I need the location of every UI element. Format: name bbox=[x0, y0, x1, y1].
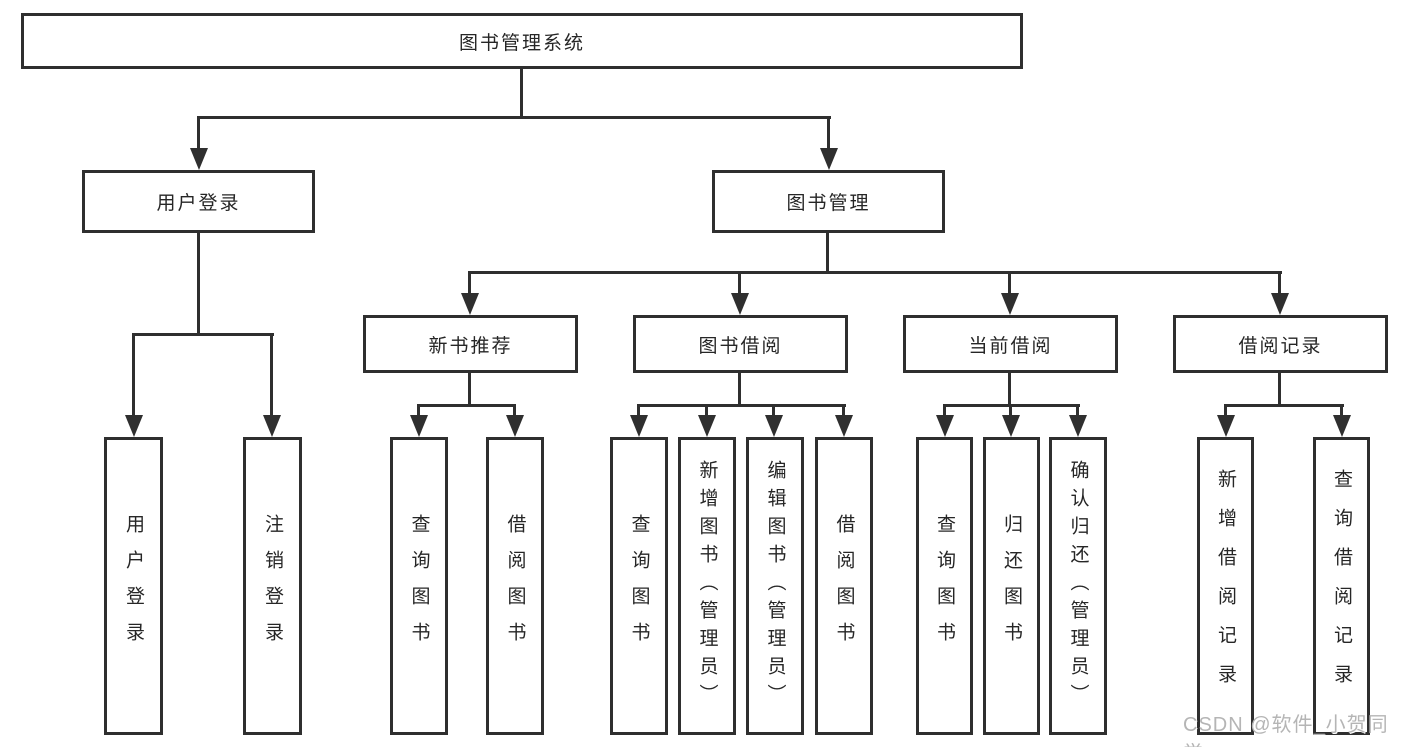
connector-book-borrow-crossbar bbox=[637, 404, 846, 407]
connector-drop bbox=[943, 404, 946, 418]
connector-book-mgmt-stem bbox=[826, 233, 829, 273]
arrow-down-icon bbox=[936, 415, 954, 437]
csdn-watermark: CSDN @软件_小贺同学 bbox=[1183, 714, 1389, 747]
leaf-query-borrow-record: 查询借阅记录 bbox=[1313, 437, 1370, 735]
connector-root-stem bbox=[520, 69, 523, 118]
connector-drop-current-borrow bbox=[1008, 271, 1011, 295]
connector-new-book-rec-crossbar bbox=[417, 404, 516, 407]
arrow-down-icon bbox=[835, 415, 853, 437]
leaf-query-book-current: 查询图书 bbox=[916, 437, 973, 735]
arrow-down-icon bbox=[125, 415, 143, 437]
connector-root-crossbar bbox=[197, 116, 831, 119]
connector-user-login-crossbar bbox=[132, 333, 274, 336]
connector-drop-leaf-logout bbox=[270, 333, 273, 418]
connector-drop bbox=[1076, 404, 1079, 418]
leaf-confirm-return-admin: 确认归还（管理员） bbox=[1049, 437, 1107, 735]
arrow-down-icon bbox=[1001, 293, 1019, 315]
connector-book-borrow-stem bbox=[738, 373, 741, 406]
leaf-return-book: 归还图书 bbox=[983, 437, 1040, 735]
leaf-borrow-book: 借阅图书 bbox=[815, 437, 873, 735]
leaf-query-book-rec: 查询图书 bbox=[390, 437, 448, 735]
connector-drop-borrow-records bbox=[1278, 271, 1281, 295]
node-current-borrow: 当前借阅 bbox=[903, 315, 1118, 373]
node-borrow-records: 借阅记录 bbox=[1173, 315, 1388, 373]
arrow-down-icon bbox=[1333, 415, 1351, 437]
node-new-book-rec: 新书推荐 bbox=[363, 315, 578, 373]
connector-drop-new-book-rec bbox=[468, 271, 471, 295]
leaf-add-book-admin: 新增图书（管理员） bbox=[678, 437, 736, 735]
leaf-user-login: 用户登录 bbox=[104, 437, 163, 735]
arrow-down-icon bbox=[1002, 415, 1020, 437]
connector-drop bbox=[417, 404, 420, 418]
connector-drop-book-borrow bbox=[738, 271, 741, 295]
connector-borrow-records-stem bbox=[1278, 373, 1281, 406]
leaf-borrow-book-rec: 借阅图书 bbox=[486, 437, 544, 735]
connector-new-book-rec-stem bbox=[468, 373, 471, 406]
connector-drop-user-login bbox=[197, 116, 200, 150]
arrow-down-icon bbox=[1271, 293, 1289, 315]
connector-drop bbox=[1009, 404, 1012, 418]
arrow-down-icon bbox=[698, 415, 716, 437]
connector-book-mgmt-crossbar bbox=[468, 271, 1282, 274]
connector-drop bbox=[705, 404, 708, 418]
arrow-down-icon bbox=[263, 415, 281, 437]
leaf-logout: 注销登录 bbox=[243, 437, 302, 735]
leaf-edit-book-admin: 编辑图书（管理员） bbox=[746, 437, 804, 735]
arrow-down-icon bbox=[461, 293, 479, 315]
arrow-down-icon bbox=[820, 148, 838, 170]
leaf-add-borrow-record: 新增借阅记录 bbox=[1197, 437, 1254, 735]
arrow-down-icon bbox=[190, 148, 208, 170]
connector-drop bbox=[513, 404, 516, 418]
node-user-login: 用户登录 bbox=[82, 170, 315, 233]
arrow-down-icon bbox=[410, 415, 428, 437]
arrow-down-icon bbox=[1217, 415, 1235, 437]
connector-drop bbox=[1340, 404, 1343, 418]
node-root: 图书管理系统 bbox=[21, 13, 1023, 69]
arrow-down-icon bbox=[1069, 415, 1087, 437]
connector-drop bbox=[1224, 404, 1227, 418]
connector-drop bbox=[772, 404, 775, 418]
arrow-down-icon bbox=[506, 415, 524, 437]
arrow-down-icon bbox=[765, 415, 783, 437]
node-book-borrow: 图书借阅 bbox=[633, 315, 848, 373]
arrow-down-icon bbox=[731, 293, 749, 315]
leaf-query-book-borrow: 查询图书 bbox=[610, 437, 668, 735]
connector-current-borrow-stem bbox=[1008, 373, 1011, 406]
node-book-mgmt: 图书管理 bbox=[712, 170, 945, 233]
connector-drop-book-mgmt bbox=[827, 116, 830, 150]
connector-drop bbox=[637, 404, 640, 418]
connector-drop bbox=[842, 404, 845, 418]
connector-user-login-stem bbox=[197, 233, 200, 335]
connector-borrow-records-crossbar bbox=[1224, 404, 1344, 407]
arrow-down-icon bbox=[630, 415, 648, 437]
connector-drop-leaf-user-login bbox=[132, 333, 135, 418]
